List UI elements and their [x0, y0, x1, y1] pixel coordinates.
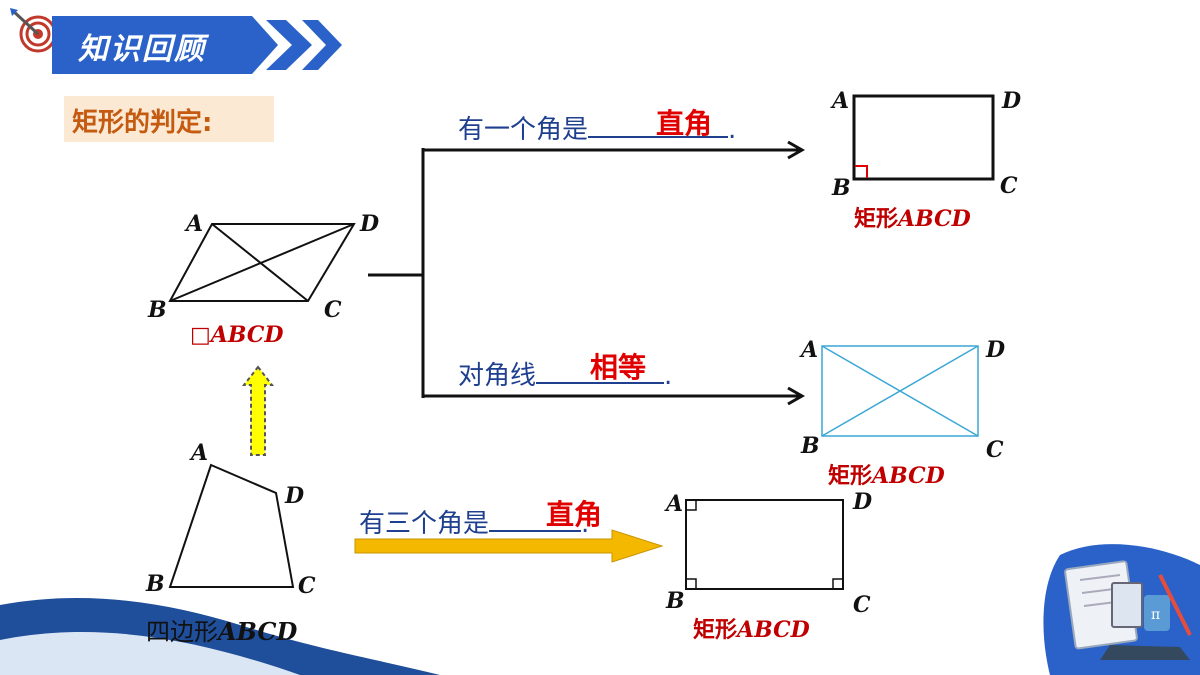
rect3-shape: [685, 499, 844, 590]
rect3-angle-c: [832, 578, 843, 589]
subtitle-text: 矩形的判定:: [72, 108, 213, 138]
rect1-label-d: D: [1002, 88, 1022, 114]
condition-1-answer: 直角: [656, 107, 713, 140]
arrow-top-head: [787, 140, 806, 160]
rect2-caption: 矩形ABCD: [828, 463, 945, 489]
condition-2-text: 对角线.: [458, 352, 672, 392]
para-caption: □ABCD: [190, 322, 284, 348]
rect3-label-a: A: [666, 491, 684, 517]
rect3-label-b: B: [666, 588, 685, 614]
condition-3-answer: 直角: [546, 498, 603, 531]
header-banner: [52, 16, 342, 74]
para-label-a: A: [186, 211, 204, 237]
para-label-d: D: [360, 211, 380, 237]
rect3-label-d: D: [853, 489, 873, 515]
subtitle-box: 矩形的判定:: [64, 96, 274, 142]
rect3-caption: 矩形ABCD: [693, 617, 810, 643]
rect2-diagonal-bd: [821, 345, 979, 437]
yellow-up-arrow: [241, 365, 275, 456]
quad-label-c: C: [298, 573, 316, 599]
wave-decoration-light: [0, 632, 300, 675]
rect2-label-c: C: [986, 437, 1004, 463]
rect2-shape: [821, 345, 979, 437]
svg-text:π: π: [1151, 607, 1160, 623]
condition-2-answer: 相等: [590, 351, 647, 384]
para-label-b: B: [148, 297, 167, 323]
condition-1-text: 有一个角是.: [458, 106, 736, 146]
condition-3-text: 有三个角是.: [359, 500, 589, 540]
rect1-right-angle-mark: [855, 165, 868, 178]
quad-label-a: A: [191, 440, 209, 466]
quad-caption: 四边形ABCD: [146, 617, 298, 646]
rect2-label-a: A: [801, 337, 819, 363]
rect2-label-d: D: [986, 337, 1006, 363]
parallelogram-diagonal-bd: [169, 223, 355, 302]
math-books-icon: π: [1043, 544, 1200, 675]
para-label-c: C: [324, 297, 342, 323]
rect3-angle-a: [686, 500, 697, 511]
rect1-shape: [852, 94, 995, 181]
rect1-label-a: A: [832, 88, 850, 114]
rect1-label-c: C: [1000, 173, 1018, 199]
page-title: 知识回顾: [78, 32, 206, 67]
arrow-mid-head: [787, 386, 806, 406]
rect1-label-b: B: [832, 175, 851, 201]
quad-label-d: D: [285, 483, 305, 509]
gold-right-arrow: [354, 529, 664, 563]
rect3-label-c: C: [853, 592, 871, 618]
rect3-angle-b: [686, 578, 697, 589]
quad-label-b: B: [146, 571, 165, 597]
quadrilateral-shape: [168, 463, 295, 588]
rect1-caption: 矩形ABCD: [854, 206, 971, 232]
rect2-label-b: B: [801, 433, 820, 459]
